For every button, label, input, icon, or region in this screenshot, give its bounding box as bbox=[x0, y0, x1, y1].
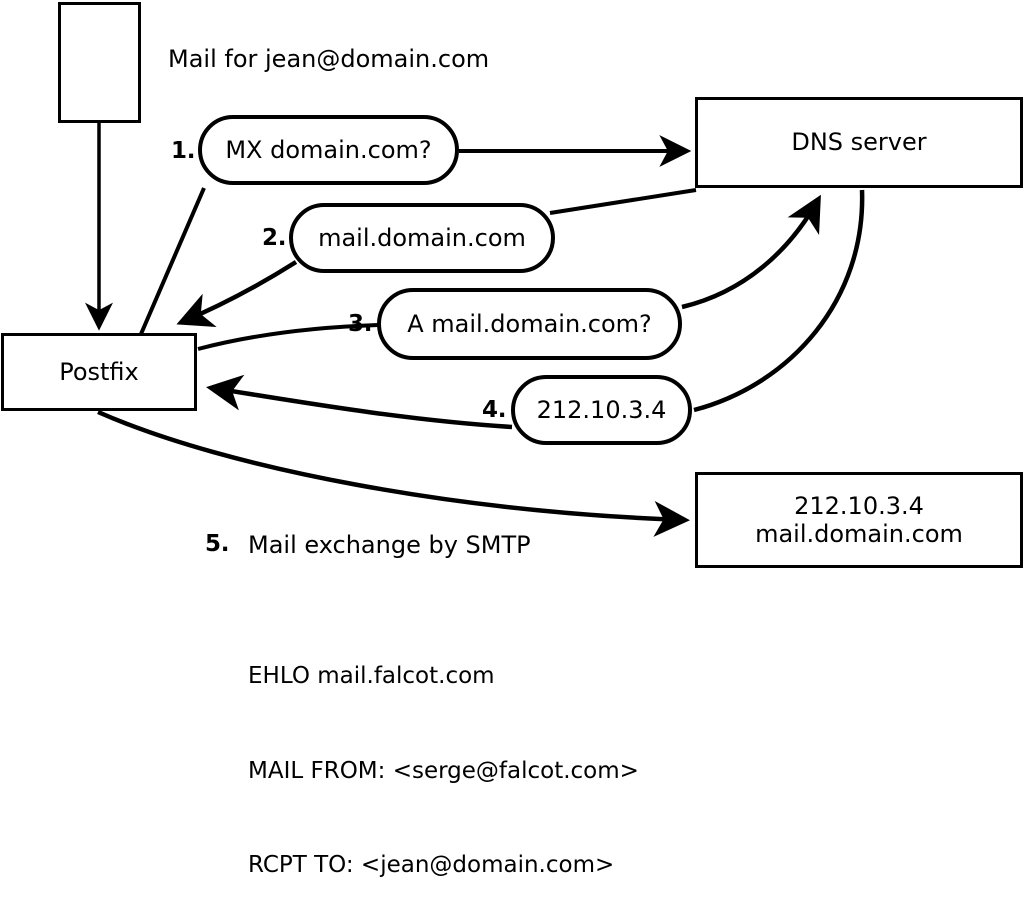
dns-server-box: DNS server bbox=[695, 97, 1023, 188]
target-mailserver-box: 212.10.3.4 mail.domain.com bbox=[695, 472, 1023, 568]
smtp-line-rcpt-to: RCPT TO: <jean@domain.com> bbox=[248, 852, 615, 878]
step-2-pill: mail.domain.com bbox=[289, 203, 555, 273]
edge-step3-pill-to-dns bbox=[681, 194, 821, 310]
step-3-pill: A mail.domain.com? bbox=[377, 288, 682, 360]
edge-postfix-to-step1-pill bbox=[139, 187, 206, 335]
step-4-pill: 212.10.3.4 bbox=[511, 375, 692, 445]
edge-dns-to-step4-pill bbox=[693, 189, 865, 413]
step-4-number: 4. bbox=[482, 397, 507, 423]
smtp-transcript: EHLO mail.falcot.com MAIL FROM: <serge@f… bbox=[248, 598, 639, 919]
sender-box bbox=[58, 2, 141, 123]
target-mailserver-hostname: mail.domain.com bbox=[755, 520, 963, 548]
target-mailserver-ip: 212.10.3.4 bbox=[794, 491, 924, 520]
step-1-pill: MX domain.com? bbox=[198, 115, 459, 185]
edge-step2-pill-to-postfix bbox=[176, 260, 298, 327]
postfix-box-label: Postfix bbox=[59, 357, 139, 386]
step-3-number: 3. bbox=[348, 311, 373, 337]
step-4-label: 212.10.3.4 bbox=[536, 396, 667, 424]
smtp-line-ehlo: EHLO mail.falcot.com bbox=[248, 663, 495, 689]
step-5-label: Mail exchange by SMTP bbox=[248, 531, 531, 559]
step-1-label: MX domain.com? bbox=[225, 136, 432, 164]
step-1-number: 1. bbox=[171, 138, 196, 164]
step-2-number: 2. bbox=[262, 225, 287, 251]
step-5-number: 5. bbox=[205, 531, 230, 557]
edge-postfix-to-target bbox=[97, 409, 690, 537]
edge-step4-pill-to-postfix bbox=[206, 374, 513, 430]
page-title: Mail for jean@domain.com bbox=[168, 45, 490, 73]
edge-dns-to-step2-pill bbox=[549, 188, 697, 215]
dns-server-box-label: DNS server bbox=[791, 128, 927, 157]
step-3-label: A mail.domain.com? bbox=[407, 310, 652, 338]
edge-postfix-to-step3-pill bbox=[197, 323, 379, 351]
postfix-box: Postfix bbox=[1, 333, 197, 411]
smtp-line-mail-from: MAIL FROM: <serge@falcot.com> bbox=[248, 757, 639, 784]
step-2-label: mail.domain.com bbox=[318, 224, 526, 252]
